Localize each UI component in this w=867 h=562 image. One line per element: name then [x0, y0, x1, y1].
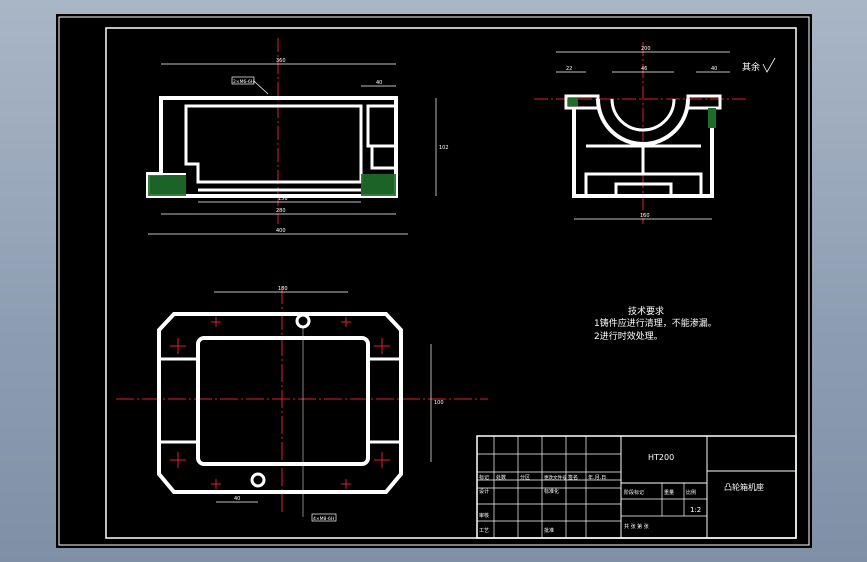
- tech-req-line1: 1铸件应进行清理，不能渗漏。: [594, 317, 717, 329]
- leader-front-box: 2×M6-6H: [233, 79, 254, 85]
- plan-view: 180 100 40 4×M8-6H: [116, 286, 488, 522]
- tb-scale-label: 比例: [686, 489, 696, 496]
- tb-stage-mark: 阶段标记: [624, 489, 644, 496]
- dim-plan-bottom: 40: [234, 496, 240, 502]
- tb-signature: 签名: [568, 474, 578, 481]
- cad-viewport[interactable]: 360 40 102 156 280 400 2×M6-6H: [56, 14, 812, 548]
- tb-material: HT200: [648, 453, 674, 462]
- tb-count: 处数: [496, 474, 506, 481]
- dim-front-right: 40: [376, 80, 382, 86]
- drawing-canvas: 360 40 102 156 280 400 2×M6-6H: [58, 16, 810, 546]
- tb-part-name: 凸轮箱机座: [724, 482, 764, 492]
- outer-border: [58, 16, 810, 546]
- dim-plan-right: 100: [434, 400, 444, 406]
- tb-approve: 批准: [544, 527, 554, 534]
- dim-side-top: 200: [641, 46, 651, 52]
- dim-front-base1: 280: [276, 208, 286, 214]
- tb-standardize: 标准化: [544, 488, 559, 495]
- roughness-note: 其余: [742, 61, 760, 73]
- tb-change-doc: 更改文件号: [544, 474, 567, 481]
- dim-front-height: 102: [439, 145, 449, 151]
- dim-side-mid: 46: [641, 66, 647, 72]
- tb-scale: 1:2: [690, 506, 701, 514]
- leader-plan-box: 4×M8-6H: [313, 516, 334, 522]
- dim-plan-top: 180: [278, 286, 288, 292]
- tb-process: 工艺: [479, 528, 489, 534]
- tech-req-title: 技术要求: [628, 305, 664, 317]
- tb-date: 年.月.日: [588, 474, 606, 481]
- side-view: 200 22 46 40 160 其余: [534, 42, 776, 224]
- dim-side-bottom: 160: [640, 213, 650, 219]
- tb-review: 审核: [479, 512, 489, 519]
- tb-design: 设计: [479, 488, 489, 495]
- tb-mark: 标记: [479, 474, 489, 481]
- title-block: [476, 435, 797, 539]
- tb-sheets: 共 张 第 张: [624, 523, 649, 530]
- front-view: 360 40 102 156 280 400 2×M6-6H: [146, 38, 449, 235]
- dim-front-inner: 156: [278, 196, 288, 202]
- dim-front-top: 360: [276, 58, 286, 64]
- inner-border: [105, 27, 797, 539]
- dim-front-base2: 400: [276, 228, 286, 234]
- dim-side-right: 40: [711, 66, 717, 72]
- tb-weight: 重量: [664, 489, 674, 496]
- tech-req-line2: 2进行时效处理。: [594, 330, 663, 342]
- tb-zone: 分区: [520, 474, 530, 481]
- dim-side-left: 22: [566, 66, 572, 72]
